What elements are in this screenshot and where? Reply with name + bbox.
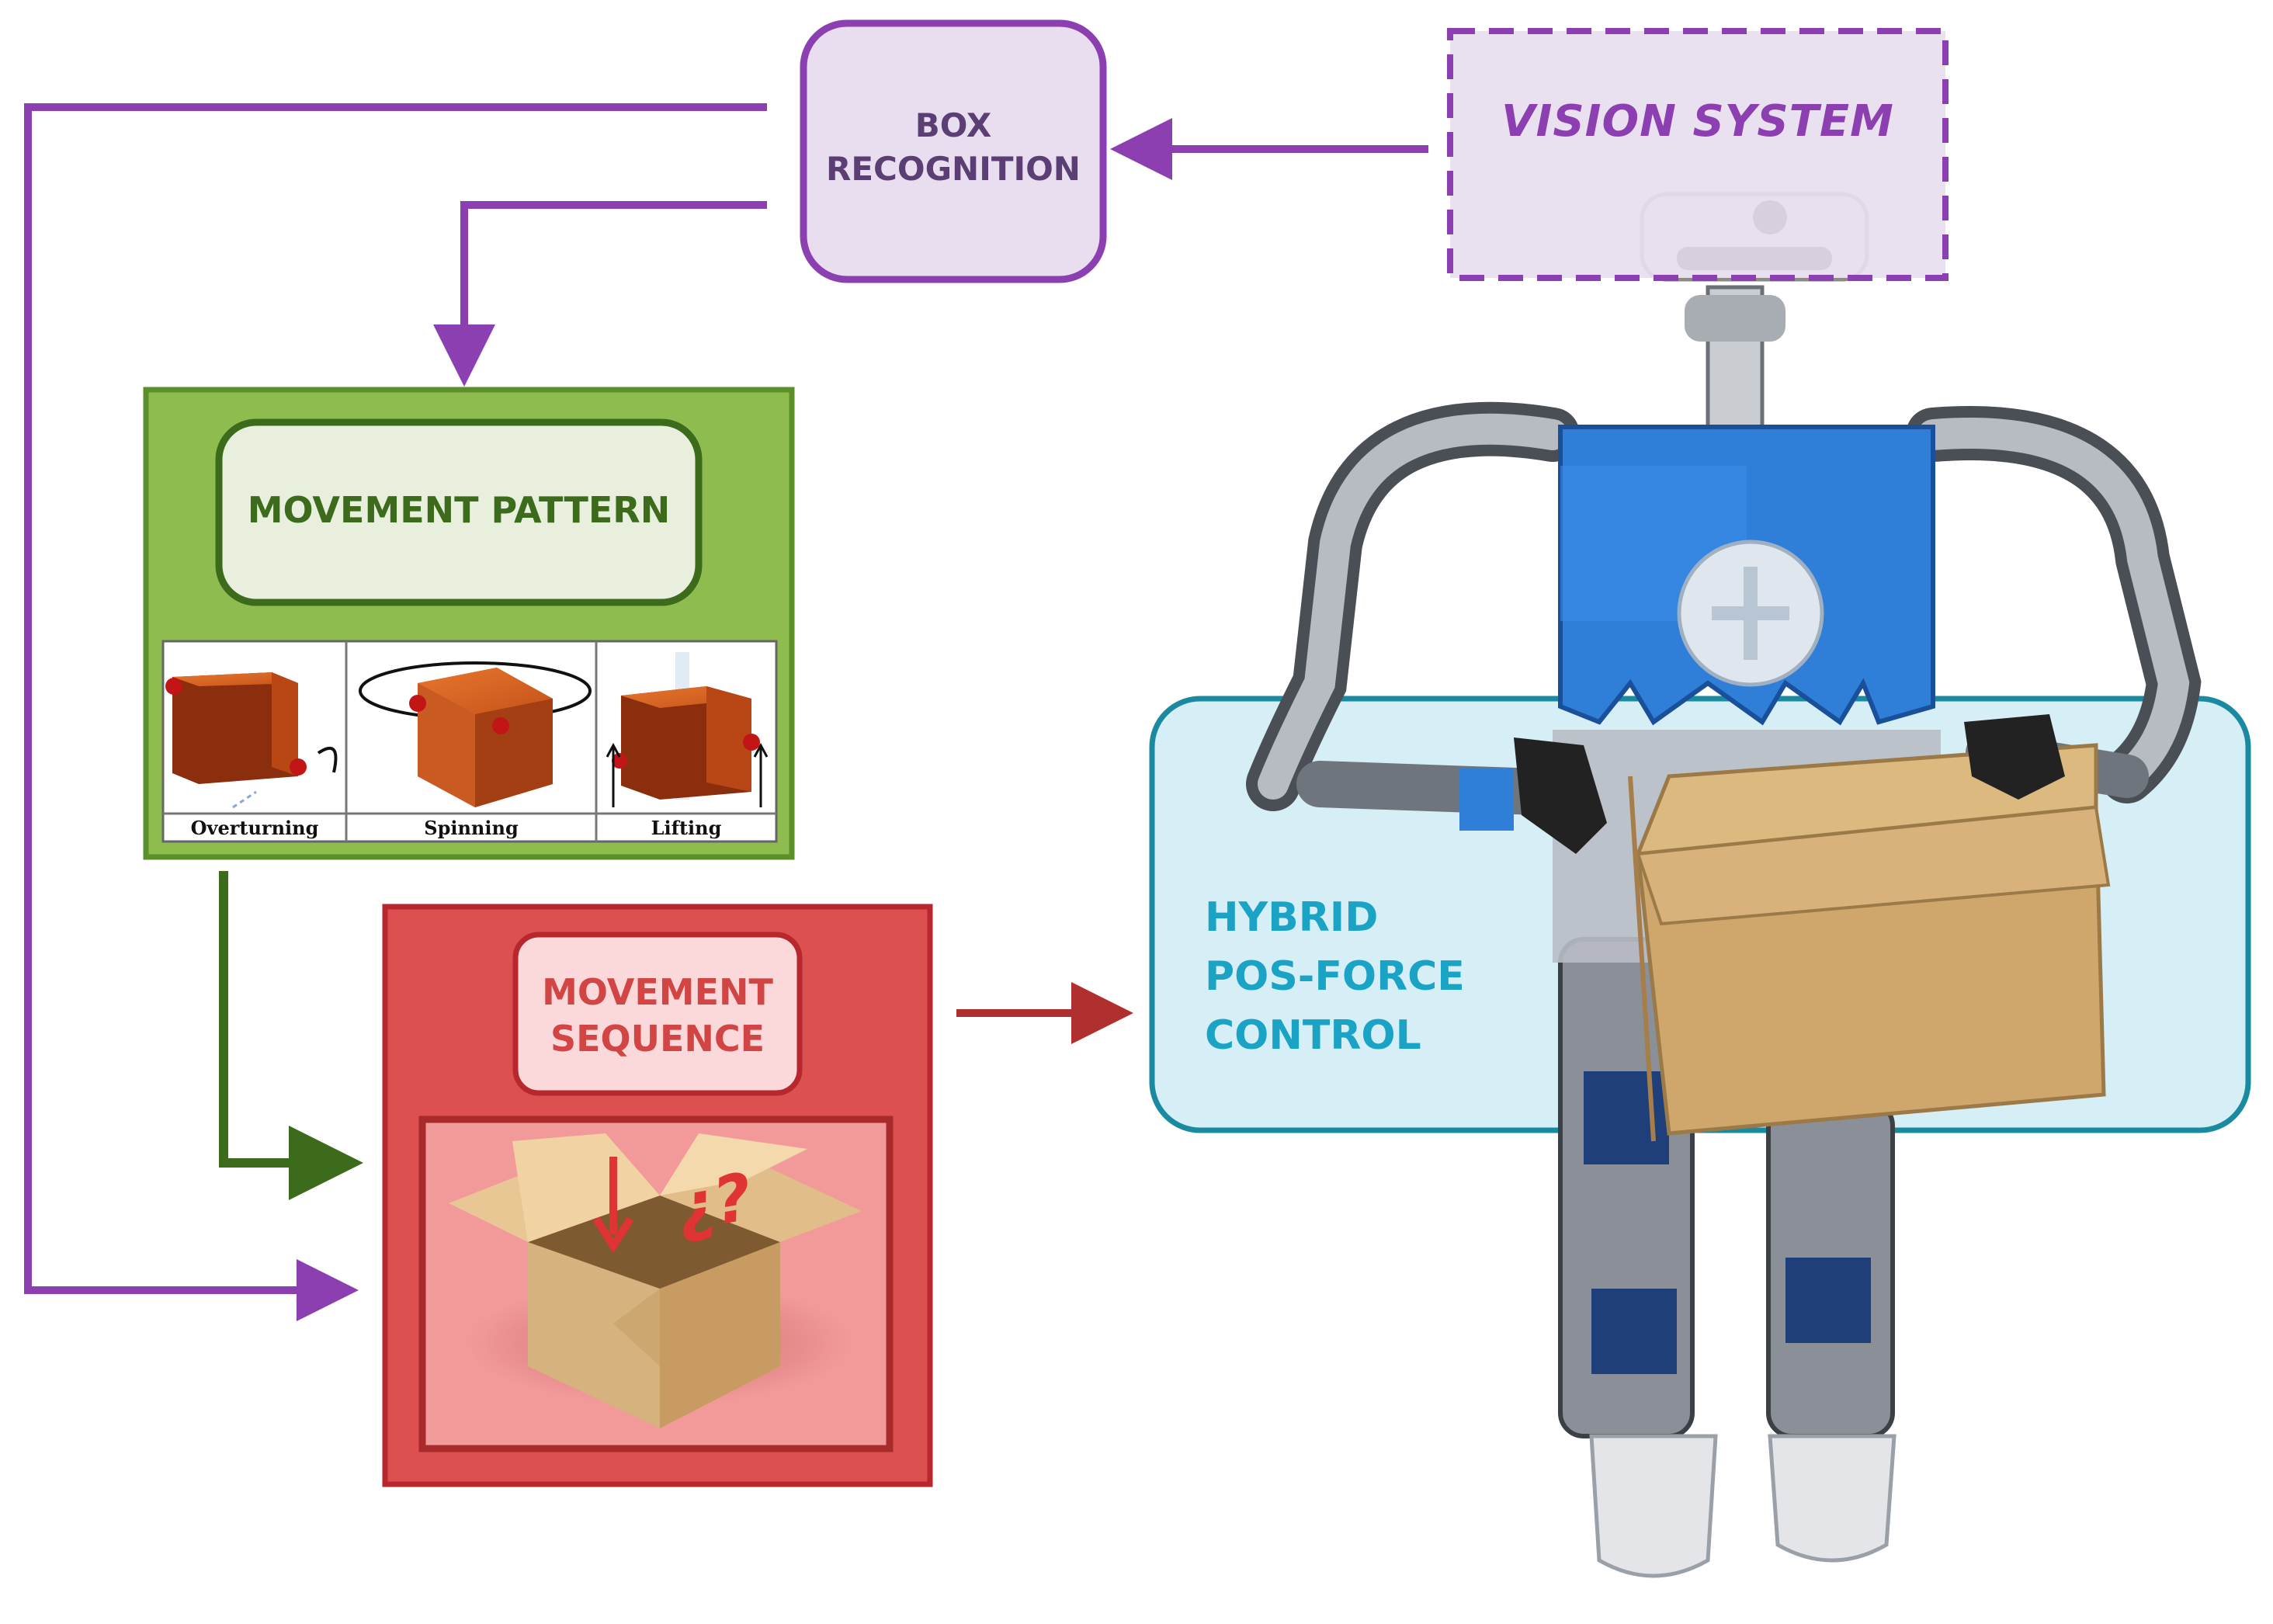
movement-pattern-node: [143, 387, 795, 860]
movement-sequence-line1: MOVEMENT: [542, 971, 773, 1013]
movement-sequence-label: MOVEMENT SEQUENCE: [515, 969, 800, 1062]
vision-system-node: [1447, 28, 1949, 281]
movement-sequence-node: [382, 904, 933, 1487]
arrow-recognition-to-sequence: [24, 103, 767, 1321]
arrow-recognition-to-pattern: [433, 201, 767, 387]
hybrid-control-label: HYBRID POS-FORCE CONTROL: [1205, 888, 1531, 1065]
open-cardboard-box-illustration: [449, 1133, 862, 1428]
lifting-cube: [606, 652, 769, 807]
question-marks: ¿?: [670, 1158, 758, 1247]
humanoid-robot-illustration: [1246, 192, 2202, 1578]
pattern-caption-lifting: Lifting: [651, 817, 722, 839]
box-recognition-line2: RECOGNITION: [826, 150, 1081, 188]
box-recognition-node: [800, 19, 1107, 283]
movement-sequence-line2: SEQUENCE: [550, 1018, 765, 1060]
pattern-caption-overturning: Overturning: [190, 817, 319, 839]
spinning-cube: [359, 661, 592, 807]
box-recognition-label: BOX RECOGNITION: [803, 104, 1103, 191]
connectors: [24, 103, 1428, 1321]
overturning-cube: [165, 672, 338, 809]
vision-system-label: VISION SYSTEM: [1501, 96, 1894, 147]
box-recognition-line1: BOX: [914, 106, 992, 144]
movement-pattern-title: MOVEMENT PATTERN: [247, 489, 671, 531]
pattern-caption-spinning: Spinning: [424, 817, 519, 839]
hybrid-control-line1: HYBRID: [1205, 894, 1379, 941]
hybrid-control-line3: CONTROL: [1205, 1012, 1421, 1059]
arrow-pattern-to-sequence: [219, 871, 363, 1200]
hybrid-control-line2: POS-FORCE: [1205, 953, 1465, 1000]
